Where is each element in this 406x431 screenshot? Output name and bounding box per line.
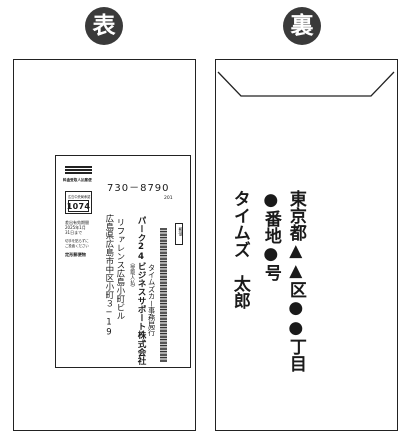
front-envelope: 料金受取人払郵便 広島中央局承認 1074 差出有効期間 2025年1月 31日… <box>13 59 196 431</box>
permit-number: 1074 <box>66 200 91 212</box>
company-name: パーク24ビジネスサポート株式会社 <box>136 216 147 365</box>
mail-type: 定形郵便物 <box>65 252 86 257</box>
code-suffix: 201 <box>164 196 173 201</box>
address-line2: リファレンス広島小町ビル <box>114 218 125 320</box>
permit-office: 広島中央局承認 <box>68 195 91 199</box>
customer-barcode <box>160 228 167 362</box>
back-side-badge: 裏 <box>283 7 321 45</box>
sender-name: タイムズ 太郎 <box>229 190 250 309</box>
expiry-line2: 2025年1月 <box>65 225 86 230</box>
postal-label-box: 郵便 <box>175 223 183 245</box>
back-envelope: 東京都▲▲区●●丁目 ●番地●号 タイムズ 太郎 <box>215 59 398 431</box>
postal-code: 730－8790 <box>107 183 170 194</box>
department-name: タイムズカー事務局行 <box>147 264 157 336</box>
front-side-badge: 表 <box>85 7 123 45</box>
postal-label-text: 郵便 <box>177 227 183 236</box>
return-postcard-area: 料金受取人払郵便 広島中央局承認 1074 差出有効期間 2025年1月 31日… <box>55 155 191 368</box>
sender-address-line2: ●番地●号 <box>260 190 281 281</box>
expiry-line1: 差出有効期間 <box>65 220 89 225</box>
permit-box: 広島中央局承認 1074 <box>65 191 92 214</box>
envelope-flap <box>217 71 395 97</box>
receive-note: （受取人払） <box>129 260 136 290</box>
address-line1: 広島県広島市中区小町３−19 <box>103 214 114 338</box>
sender-address-line1: 東京都▲▲区●●丁目 <box>285 190 306 372</box>
expiry-line3: 31日まで <box>65 230 83 235</box>
note-line1: 切手を貼らずに <box>65 239 89 243</box>
header-rule-lines <box>65 166 92 175</box>
header-label: 料金受取人払郵便 <box>63 178 92 182</box>
note-line2: ご投函ください <box>65 244 89 248</box>
